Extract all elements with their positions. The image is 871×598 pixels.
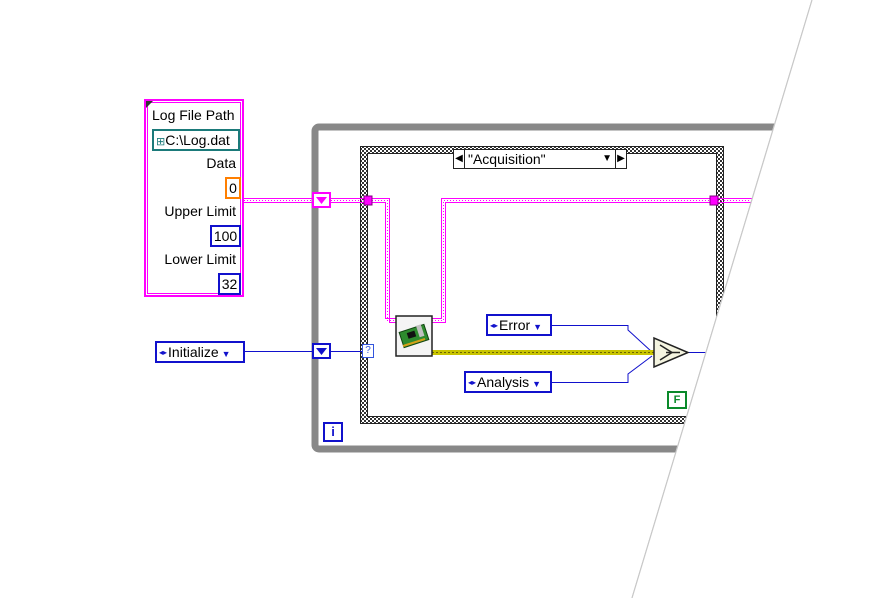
cluster-constant[interactable]: Log File Path ⊞C:\Log.dat Data 0 Upper L…: [144, 99, 244, 297]
increment-icon: ◂▸: [490, 321, 499, 331]
chevron-down-icon: ▼: [221, 349, 231, 359]
chevron-down-icon: ▼: [532, 379, 542, 389]
data-field[interactable]: 0: [225, 177, 241, 199]
cluster-corner-marker: [146, 101, 153, 108]
case-selector[interactable]: ◀ "Acquisition" ▼ ▶: [453, 149, 627, 169]
upper-limit-label: Upper Limit: [164, 203, 236, 219]
select-function-icon[interactable]: [653, 336, 690, 369]
decrement-case-icon[interactable]: ◀: [454, 150, 465, 168]
initialize-enum[interactable]: ◂▸Initialize▼: [155, 341, 245, 363]
iteration-terminal[interactable]: i: [323, 422, 343, 442]
false-constant[interactable]: F: [667, 391, 687, 409]
conditional-terminal[interactable]: ?: [362, 344, 374, 358]
path-icon: ⊞: [156, 136, 166, 148]
analysis-enum[interactable]: ◂▸Analysis▼: [464, 371, 552, 393]
upper-limit-field[interactable]: 100: [210, 225, 241, 247]
daq-board-icon[interactable]: [395, 315, 433, 357]
case-input-tunnel[interactable]: [363, 195, 373, 206]
data-label: Data: [206, 155, 236, 171]
chevron-down-icon: ▼: [533, 322, 543, 332]
case-output-tunnel[interactable]: [709, 195, 719, 206]
increment-icon: ◂▸: [468, 378, 477, 388]
increment-case-icon[interactable]: ▶: [615, 150, 626, 168]
chevron-down-icon[interactable]: ▼: [602, 153, 612, 164]
lower-limit-field[interactable]: 32: [218, 273, 241, 295]
log-file-path-field[interactable]: ⊞C:\Log.dat: [152, 129, 240, 151]
log-file-path-label: Log File Path: [152, 107, 235, 123]
error-enum[interactable]: ◂▸Error▼: [486, 314, 552, 336]
case-selector-label: "Acquisition": [468, 151, 546, 167]
increment-icon: ◂▸: [159, 348, 168, 358]
cut-edge: [631, 0, 813, 598]
lower-limit-label: Lower Limit: [164, 251, 236, 267]
